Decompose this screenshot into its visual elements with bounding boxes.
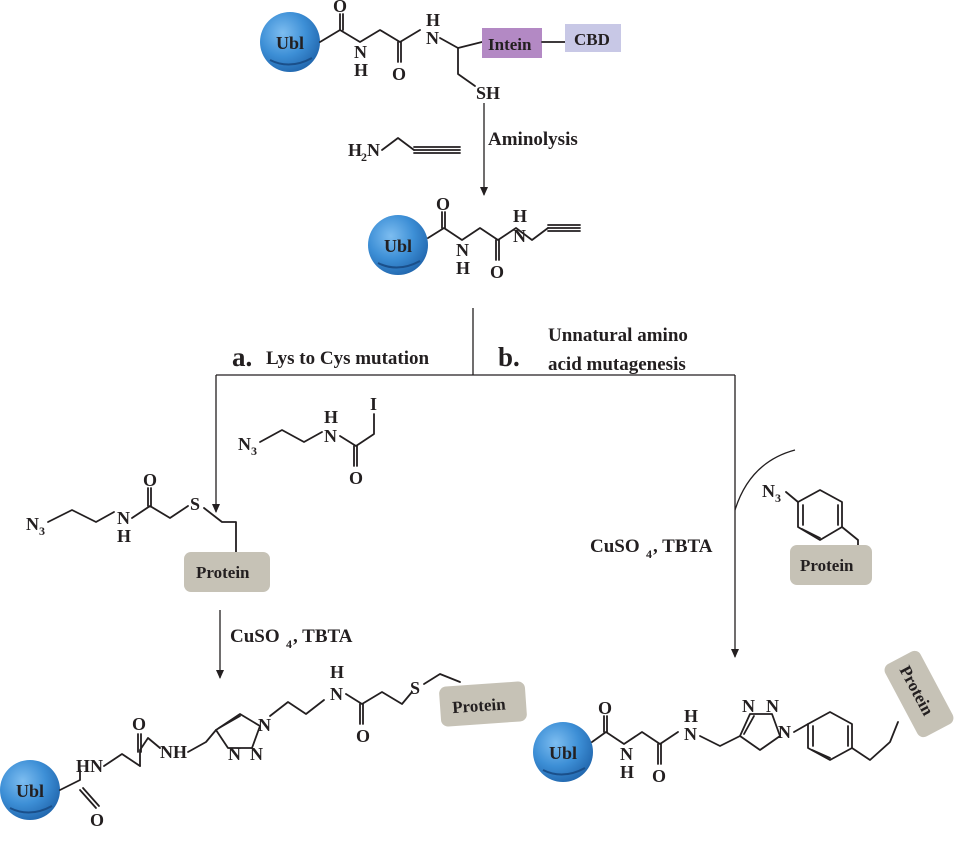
atom-o: O xyxy=(143,470,157,490)
cuso4-b-main: CuSO xyxy=(590,536,640,557)
h2n-sub: 2 xyxy=(361,150,367,164)
atom-o: O xyxy=(598,698,612,718)
atom-o: O xyxy=(349,468,363,488)
branch-b-label: b. Unnatural amino acid mutagenesis xyxy=(498,325,688,375)
starting-fusion-molecule: Ubl O N H O N H SH Intein CBD xyxy=(260,0,621,103)
intein-label: Intein xyxy=(488,35,532,54)
atom-o: O xyxy=(436,194,450,214)
atom-n: N xyxy=(324,426,337,446)
atom-o: O xyxy=(132,714,146,734)
atom-n: N xyxy=(778,722,791,742)
atom-h: H xyxy=(620,762,634,782)
atom-n: N xyxy=(117,508,130,528)
azido-iodoacetamide-reagent: N 3 N H I O xyxy=(238,394,377,488)
n3-n: N xyxy=(238,434,251,454)
n3-n: N xyxy=(26,514,39,534)
thiol-sh: SH xyxy=(476,83,500,103)
atom-h: H xyxy=(426,10,440,30)
protein-box-b-product: Protein xyxy=(884,650,954,738)
atom-n: N xyxy=(513,226,526,246)
atom-h: H xyxy=(456,258,470,278)
protein-label-b: Protein xyxy=(800,556,854,575)
intein-box: Intein xyxy=(482,28,542,58)
atom-h: H xyxy=(513,206,527,226)
ubl-bead-1: Ubl xyxy=(260,12,320,72)
atom-h: H xyxy=(117,526,131,546)
branch-a-click-step: CuSO 4 , TBTA xyxy=(216,610,353,679)
product-b: Ubl O N H O N H N N N Protein xyxy=(533,650,954,786)
ubl-bead-2: Ubl xyxy=(368,215,428,275)
cuso4-b-tail: , TBTA xyxy=(653,536,713,557)
protein-label-a: Protein xyxy=(196,563,250,582)
ubl-label-3: Ubl xyxy=(16,781,44,801)
azido-protein-conjugate: N 3 N H O S Protein xyxy=(26,470,270,592)
branch-b-line2: acid mutagenesis xyxy=(548,354,686,375)
atom-o: O xyxy=(490,262,504,282)
branch-a-label: a. Lys to Cys mutation xyxy=(232,342,430,372)
atom-o: O xyxy=(90,810,104,830)
ubl-label-2: Ubl xyxy=(384,236,412,256)
atom-n: N xyxy=(742,696,755,716)
atom-h: H xyxy=(330,662,344,682)
protein-box-a: Protein xyxy=(184,552,270,592)
aminolysis-label: Aminolysis xyxy=(488,129,578,150)
n3-sub: 3 xyxy=(251,444,257,458)
cuso4-a-sub: 4 xyxy=(286,637,292,651)
atom-h: H xyxy=(354,60,368,80)
atom-n: N xyxy=(330,684,343,704)
atom-n: N xyxy=(456,240,469,260)
atom-n: N xyxy=(426,28,439,48)
aminolysis-step: Aminolysis H 2 N xyxy=(348,103,578,196)
atom-i: I xyxy=(370,394,377,414)
h2n-n: N xyxy=(367,140,380,160)
atom-o: O xyxy=(333,0,347,16)
branch-connector xyxy=(212,308,739,658)
atom-o: O xyxy=(392,64,406,84)
ubl-label-4: Ubl xyxy=(549,743,577,763)
n3-n: N xyxy=(762,481,775,501)
branch-a-letter: a. xyxy=(232,342,252,372)
atom-s: S xyxy=(410,678,420,698)
atom-n: N xyxy=(684,724,697,744)
branch-a-text: Lys to Cys mutation xyxy=(266,348,430,369)
cbd-box: CBD xyxy=(565,24,621,52)
atom-n: N xyxy=(620,744,633,764)
amide-hn: HN xyxy=(76,756,103,776)
amide-nh: NH xyxy=(160,742,187,762)
protein-box-b: Protein xyxy=(790,545,872,585)
branch-b-line1: Unnatural amino xyxy=(548,325,688,346)
ubl-bead-4: Ubl xyxy=(533,722,593,782)
atom-o: O xyxy=(356,726,370,746)
atom-s: S xyxy=(190,494,200,514)
atom-h: H xyxy=(684,706,698,726)
atom-n: N xyxy=(354,42,367,62)
ubl-bead-3: Ubl xyxy=(0,760,60,820)
atom-h: H xyxy=(324,407,338,427)
azido-phe-protein: N 3 Protein xyxy=(762,481,872,585)
cuso4-a-main: CuSO xyxy=(230,626,280,647)
h2n-h: H xyxy=(348,140,362,160)
atom-n: N xyxy=(258,715,271,735)
protein-label-a-product: Protein xyxy=(452,694,507,717)
cuso4-a-tail: , TBTA xyxy=(293,626,353,647)
atom-n: N xyxy=(228,744,241,764)
branch-b-letter: b. xyxy=(498,342,520,372)
n3-sub: 3 xyxy=(775,491,781,505)
atom-n: N xyxy=(250,744,263,764)
cbd-label: CBD xyxy=(574,30,610,49)
protein-box-a-product: Protein xyxy=(439,681,527,727)
cuso4-b-sub: 4 xyxy=(646,547,652,561)
product-a: Ubl O HN O NH N N N N H O S Protein xyxy=(0,662,527,830)
propargylamine-reagent: H 2 N xyxy=(348,137,461,164)
branch-b-click-step: CuSO 4 , TBTA xyxy=(590,449,796,561)
ubl-label-1: Ubl xyxy=(276,33,304,53)
atom-o: O xyxy=(652,766,666,786)
ubl-propargyl-intermediate: Ubl O N H O N H xyxy=(368,194,581,282)
n3-sub: 3 xyxy=(39,524,45,538)
atom-n: N xyxy=(766,696,779,716)
